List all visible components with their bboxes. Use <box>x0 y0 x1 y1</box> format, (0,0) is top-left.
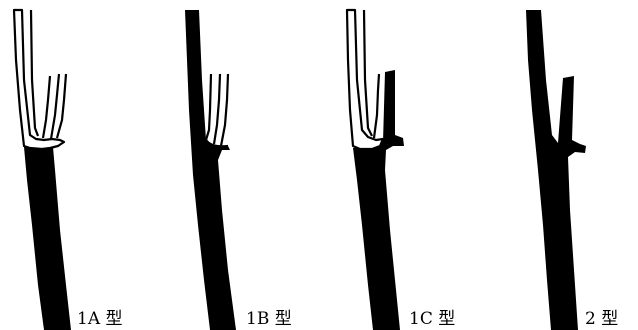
panel-1c <box>347 10 404 330</box>
panel-1a-branch-left <box>43 76 50 138</box>
panel-1c-inner-line-2 <box>374 74 379 138</box>
panel-1b-branch-mid <box>214 74 220 144</box>
panel-1b <box>185 10 236 330</box>
panel-1a-inner-line <box>31 10 38 136</box>
panel-2-label: 2 型 <box>585 309 618 329</box>
panel-1a <box>14 10 71 330</box>
panel-1b-label: 1B 型 <box>246 309 292 329</box>
panel-1a-hollow-vessel <box>14 10 64 149</box>
panel-2 <box>526 10 586 330</box>
panel-1b-branch-inner <box>206 74 211 140</box>
panel-1a-branch-right <box>51 74 59 139</box>
panel-1b-branch-outer <box>221 74 228 146</box>
panel-1c-inner-line <box>364 10 372 136</box>
panel-1a-label: 1A 型 <box>77 309 123 329</box>
panel-1a-trunk <box>24 147 71 330</box>
panel-2-trunk <box>526 10 586 330</box>
panel-1b-trunk <box>185 10 236 330</box>
panel-1c-label: 1C 型 <box>409 309 455 329</box>
